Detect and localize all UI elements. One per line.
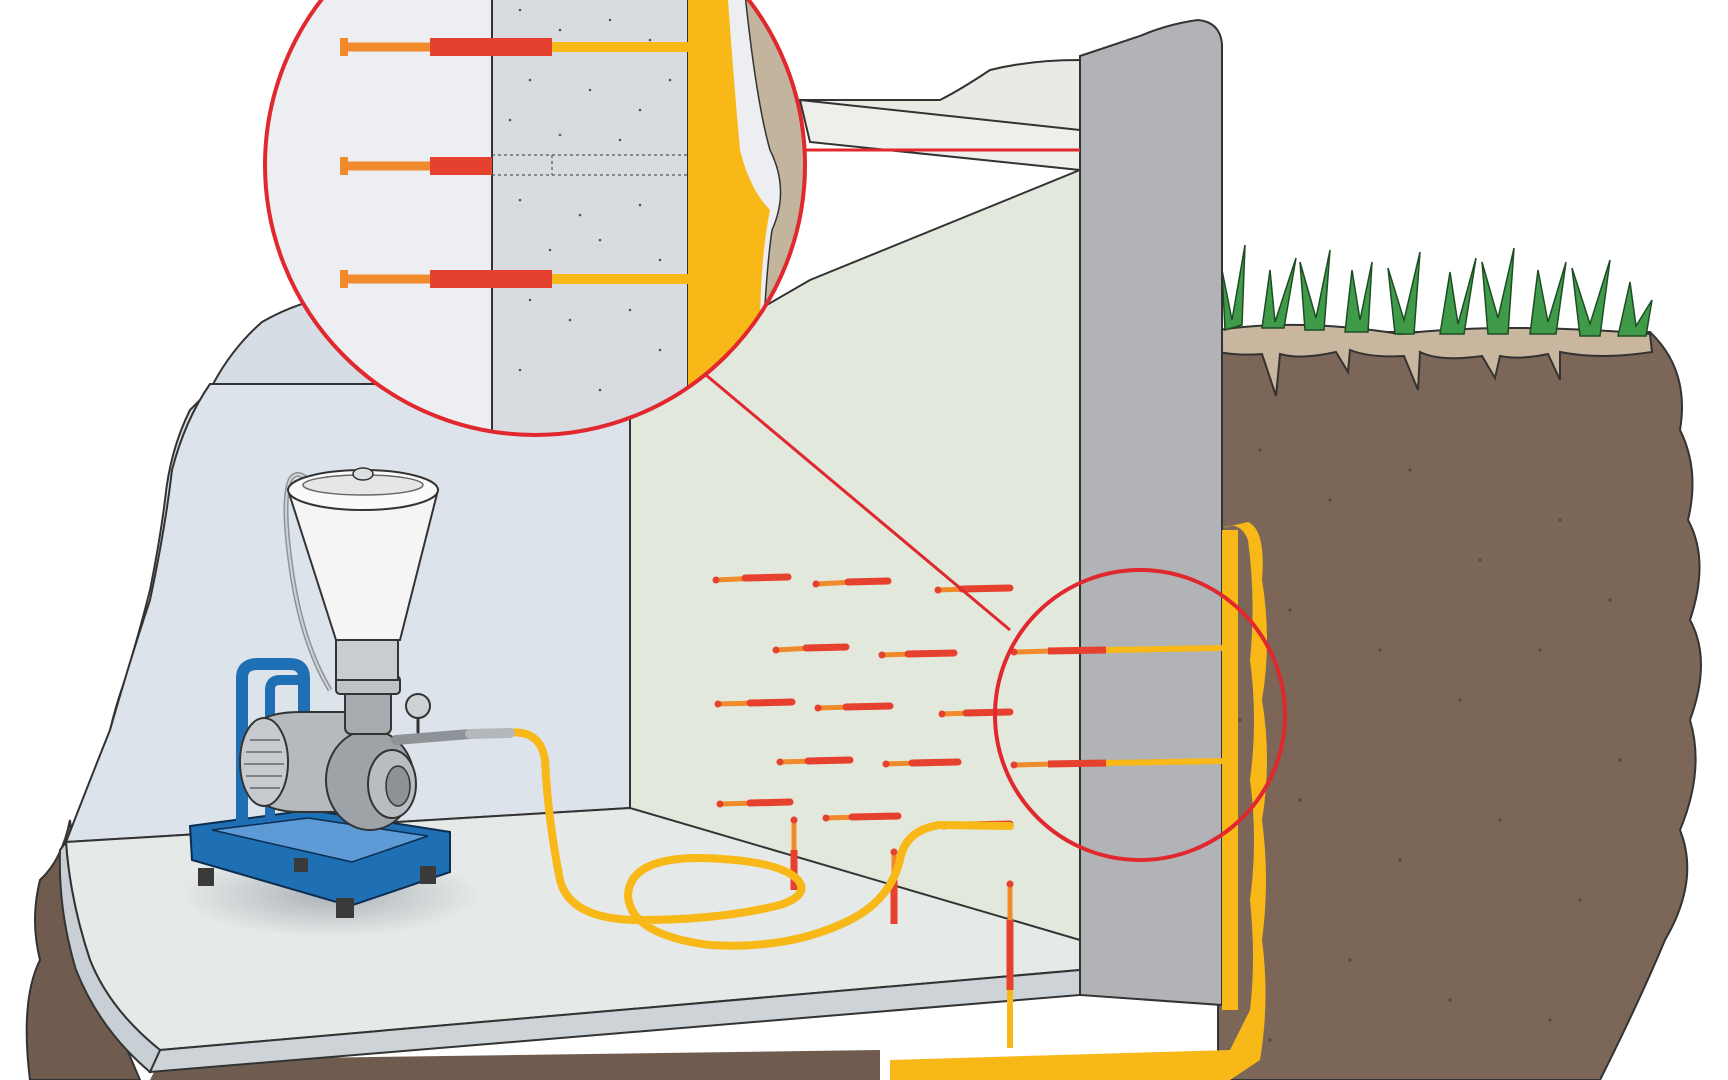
injection-packer-icon <box>1010 758 1223 769</box>
wall-section-cut <box>1079 18 1223 1007</box>
callout-connector <box>699 148 1080 632</box>
callout-wall-block <box>491 0 689 435</box>
injection-packer-icon <box>882 758 962 768</box>
basement-structure <box>58 18 1267 1080</box>
resin-strip <box>1222 530 1238 1010</box>
injection-packer-icon <box>934 584 1014 594</box>
wall-packers <box>712 573 1223 1048</box>
injection-packer-icon <box>878 649 958 659</box>
callout-ring-wall <box>993 568 1287 862</box>
injection-pump-icon <box>180 467 515 937</box>
injection-packer-icon <box>714 698 796 708</box>
injection-packer-icon <box>340 38 690 56</box>
pump-handle <box>236 658 310 824</box>
injection-packer-icon <box>716 798 794 808</box>
injection-packer-icon <box>772 643 850 654</box>
grass-icon <box>1221 244 1653 337</box>
injection-packer-icon <box>712 573 792 584</box>
floor-front-lip <box>58 839 162 1074</box>
soil-right <box>1217 331 1702 1080</box>
hopper-icon <box>286 467 440 681</box>
injection-packer-icon <box>812 577 892 588</box>
callout-ring-top <box>263 0 807 437</box>
injection-packer-icon <box>776 756 854 766</box>
injection-hose <box>502 728 1014 950</box>
injection-packer-icon <box>1006 880 1014 1048</box>
injection-packer-icon <box>1010 645 1223 656</box>
soil-specks <box>1238 448 1622 1042</box>
injection-packer-icon <box>340 157 492 175</box>
soil-bottom-strip <box>150 1050 880 1080</box>
injection-packer-icon <box>790 816 798 890</box>
injection-packer-icon <box>814 702 894 712</box>
injection-packer-icon <box>938 708 1014 718</box>
injection-packer-icon <box>340 270 690 288</box>
injection-packer-icon <box>822 812 902 822</box>
